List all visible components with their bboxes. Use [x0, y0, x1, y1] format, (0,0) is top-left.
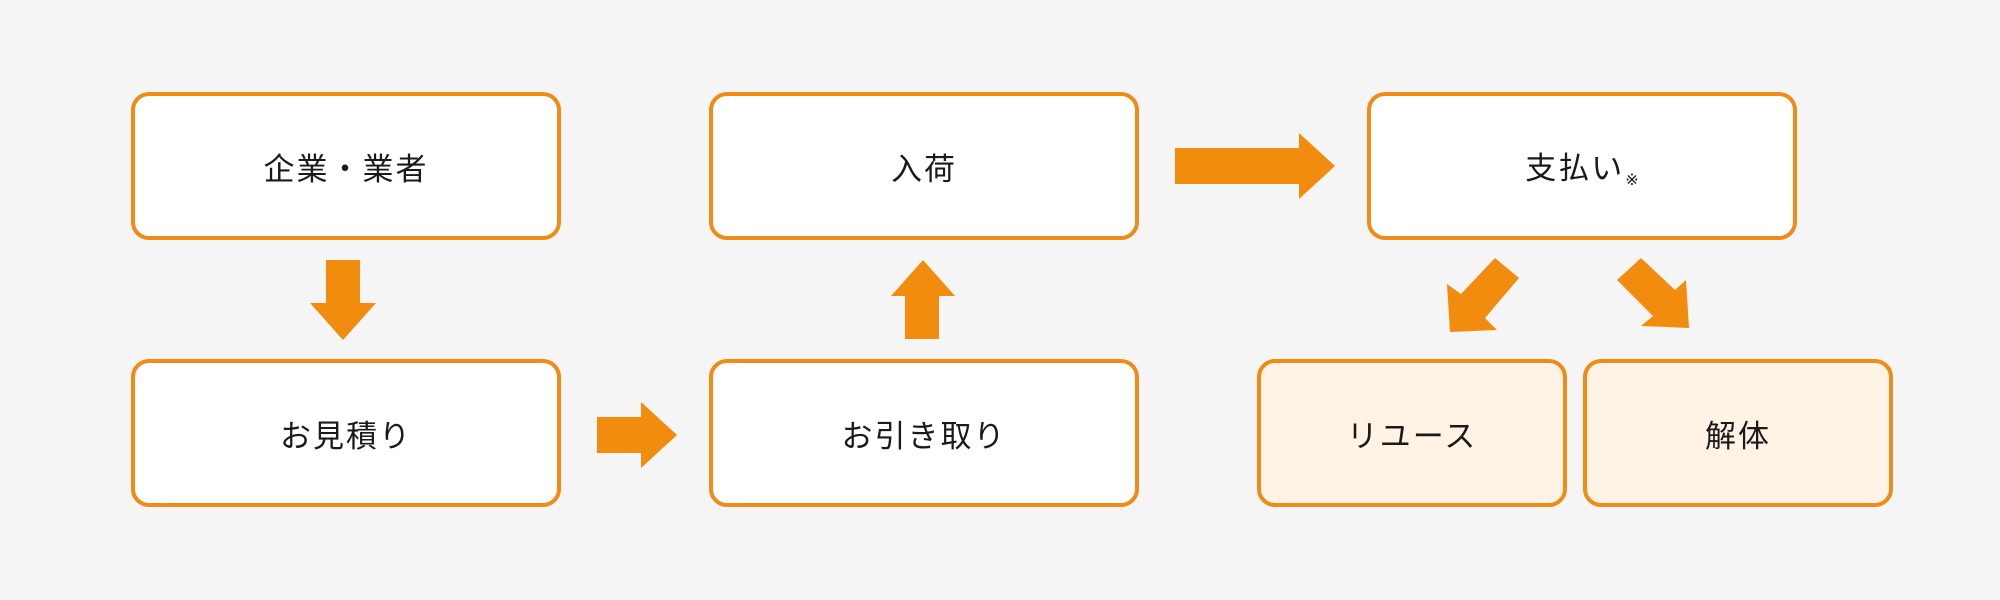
arrow-up-icon — [891, 260, 955, 339]
arrow-down-right-icon — [1617, 258, 1689, 328]
arrow-right-icon — [597, 402, 677, 468]
node-pickup: お引き取り — [709, 359, 1139, 507]
node-reuse-label: リユース — [1346, 418, 1478, 455]
node-payment: 支払い※ — [1367, 92, 1797, 240]
node-arrival: 入荷 — [709, 92, 1139, 240]
arrow-right-icon — [1175, 133, 1335, 199]
arrow-down-icon — [310, 260, 376, 340]
node-estimate-label: お見積り — [280, 418, 412, 455]
node-companies: 企業・業者 — [131, 92, 561, 240]
node-reuse: リユース — [1257, 359, 1567, 507]
node-payment-text: 支払い — [1525, 151, 1625, 187]
node-arrival-label: 入荷 — [891, 151, 957, 188]
node-companies-label: 企業・業者 — [263, 151, 429, 188]
node-dismantle-label: 解体 — [1705, 418, 1771, 455]
payment-note-mark: ※ — [1625, 170, 1639, 189]
node-pickup-label: お引き取り — [841, 418, 1007, 455]
arrow-down-left-icon — [1447, 258, 1519, 332]
node-dismantle: 解体 — [1583, 359, 1893, 507]
node-payment-label: 支払い※ — [1525, 143, 1638, 189]
node-estimate: お見積り — [131, 359, 561, 507]
